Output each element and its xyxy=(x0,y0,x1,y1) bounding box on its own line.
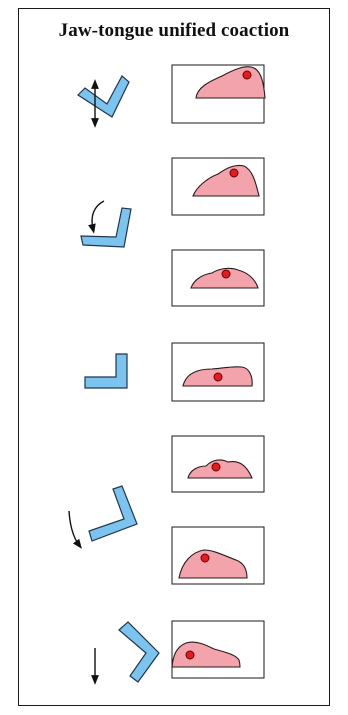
curved-down-arrow xyxy=(69,511,79,545)
jaw-shape xyxy=(78,76,129,117)
jaw-rotated-up xyxy=(78,76,129,123)
jaw-shape xyxy=(119,622,159,682)
jaw-shape xyxy=(81,208,131,247)
panel-2 xyxy=(172,158,264,215)
curved-down-arrow xyxy=(92,201,104,229)
tongue-dot xyxy=(230,169,238,177)
tongue-dot xyxy=(222,270,230,278)
tongue-dot xyxy=(186,651,194,659)
panel-1 xyxy=(172,65,265,123)
jaw-rotated-down xyxy=(95,622,159,682)
tongue-dot xyxy=(201,554,209,562)
panel-5 xyxy=(172,436,264,492)
jaw-shape xyxy=(89,486,137,541)
tongue-dot xyxy=(243,71,251,79)
jaw-rotating-clockwise xyxy=(69,486,137,545)
tongue-dot xyxy=(214,373,222,381)
jaw-neutral xyxy=(85,354,127,388)
jaw-rotating-counterclockwise xyxy=(81,201,131,247)
tongue-dot xyxy=(212,463,220,471)
panel-4 xyxy=(172,343,264,401)
jaw-shape xyxy=(85,354,127,388)
panel-3 xyxy=(172,250,264,306)
panel-7 xyxy=(172,621,264,678)
panel-6 xyxy=(172,527,264,584)
